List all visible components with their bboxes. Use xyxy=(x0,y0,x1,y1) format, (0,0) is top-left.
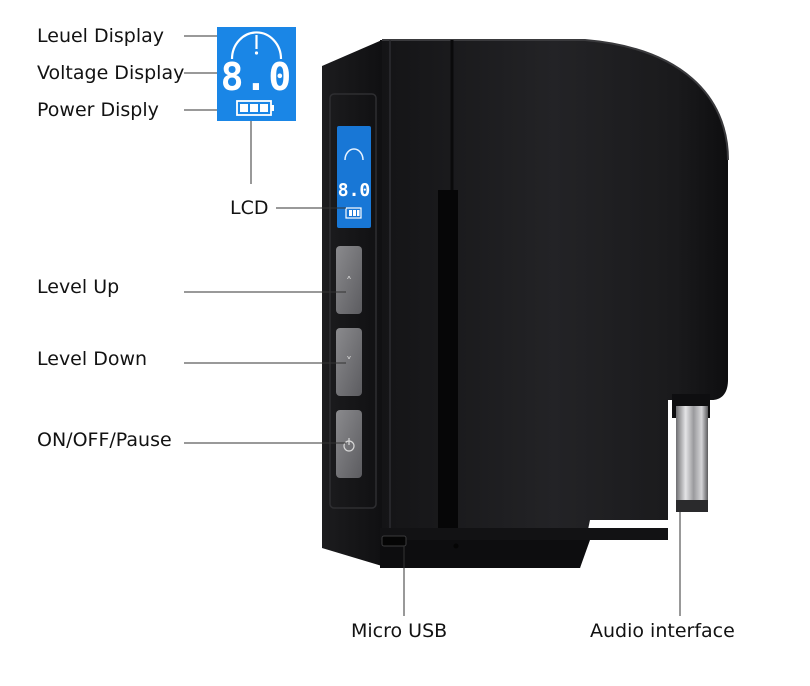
battery-icon xyxy=(236,100,274,116)
label-level-up: Level Up xyxy=(37,276,120,298)
label-power-display: Power Disply xyxy=(37,99,159,121)
power-button[interactable] xyxy=(336,410,362,478)
label-audio-interface: Audio interface xyxy=(590,620,735,642)
device-body xyxy=(322,39,729,568)
leader-lines xyxy=(184,35,681,616)
chevron-down-icon: ˅ xyxy=(346,355,352,369)
lcd-callout-graphics xyxy=(230,31,283,116)
audio-connector xyxy=(672,394,710,512)
label-micro-usb: Micro USB xyxy=(351,620,448,642)
label-power-button: ON/OFF/Pause xyxy=(37,429,172,451)
lcd-callout: 8.0 xyxy=(217,27,296,121)
level-up-button[interactable]: ˄ xyxy=(336,246,362,314)
svg-text:8.0: 8.0 xyxy=(338,180,371,201)
voltage-readout: 8.0 xyxy=(220,55,293,99)
micro-usb-port xyxy=(381,535,459,549)
device-lcd: 8.0 xyxy=(337,126,371,228)
power-icon xyxy=(343,438,355,452)
label-voltage-display: Voltage Display xyxy=(37,62,185,84)
chevron-up-icon: ˄ xyxy=(346,275,352,289)
level-down-button[interactable]: ˅ xyxy=(336,328,362,396)
label-lcd: LCD xyxy=(230,197,269,219)
label-level-down: Level Down xyxy=(37,348,148,370)
label-level-display: Leuel Display xyxy=(37,25,165,47)
